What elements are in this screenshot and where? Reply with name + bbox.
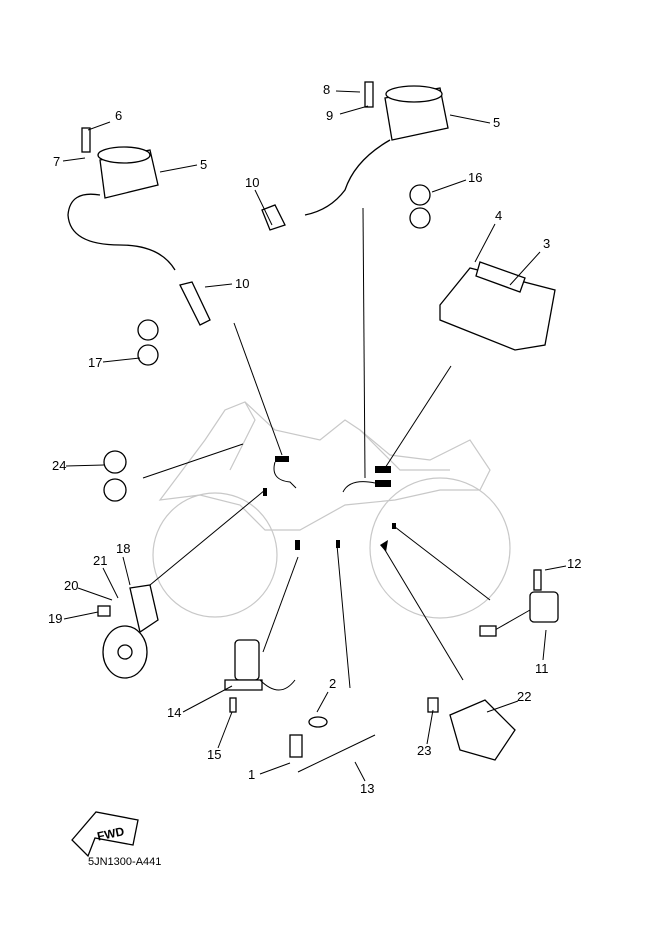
callout-leader [122,556,131,586]
clamps [103,184,431,502]
callout-leader [77,587,113,601]
callout-2: 2 [329,676,336,691]
callout-leader [102,357,141,363]
callout-8: 8 [323,82,330,97]
ignitor-unit [439,261,556,351]
callout-14: 14 [167,705,181,720]
callout-leader [339,105,369,115]
callout-19: 19 [48,611,62,626]
speed-sensor [479,569,559,637]
callout-leader [431,179,467,193]
callout-13: 13 [360,781,374,796]
callout-5: 5 [200,157,207,172]
throttle-position-sensor [427,697,516,761]
callout-leader [217,711,233,749]
ignition-coil-right [261,81,449,231]
callout-leader [486,700,519,713]
callout-leader [335,90,361,93]
callout-11: 11 [535,661,549,676]
callout-leader [509,251,541,286]
callout-12: 12 [567,556,581,571]
callout-10: 10 [235,276,249,291]
callout-1: 1 [248,767,255,782]
callout-leader [102,567,119,599]
callout-4: 4 [495,208,502,223]
callout-leader [62,157,86,162]
callout-21: 21 [93,553,107,568]
callout-leader [542,629,547,661]
callout-leader [159,164,198,173]
callout-leader [204,283,233,288]
leader-lines [142,207,491,689]
callout-leader [316,691,329,713]
callout-24: 24 [52,458,66,473]
callout-leader [87,121,111,131]
callout-6: 6 [115,108,122,123]
callout-leader [354,761,366,782]
callout-17: 17 [88,355,102,370]
motorcycle-outline [152,401,511,619]
callout-15: 15 [207,747,221,762]
callout-16: 16 [468,170,482,185]
callout-20: 20 [64,578,78,593]
callout-5: 5 [493,115,500,130]
callout-10: 10 [245,175,259,190]
sidestand-switch [224,639,296,713]
callout-18: 18 [116,541,130,556]
callout-leader [182,685,233,713]
callout-leader [474,223,496,263]
callout-3: 3 [543,236,550,251]
callout-leader [65,464,105,467]
callout-leader [449,114,491,124]
callout-leader [63,611,99,620]
fwd-arrow: FWD [71,811,139,858]
ignition-coil-left [67,127,211,326]
callout-7: 7 [53,154,60,169]
callout-9: 9 [326,108,333,123]
callout-leader [426,709,434,745]
callout-23: 23 [417,743,431,758]
callout-leader [259,762,291,775]
callout-leader [254,189,273,226]
horn [97,584,159,679]
diagram-code: 5JN1300-A441 [88,856,162,868]
callout-leader [544,565,567,571]
fwd-label: FWD [96,824,126,843]
callout-22: 22 [517,689,531,704]
neutral-switch [289,716,376,773]
